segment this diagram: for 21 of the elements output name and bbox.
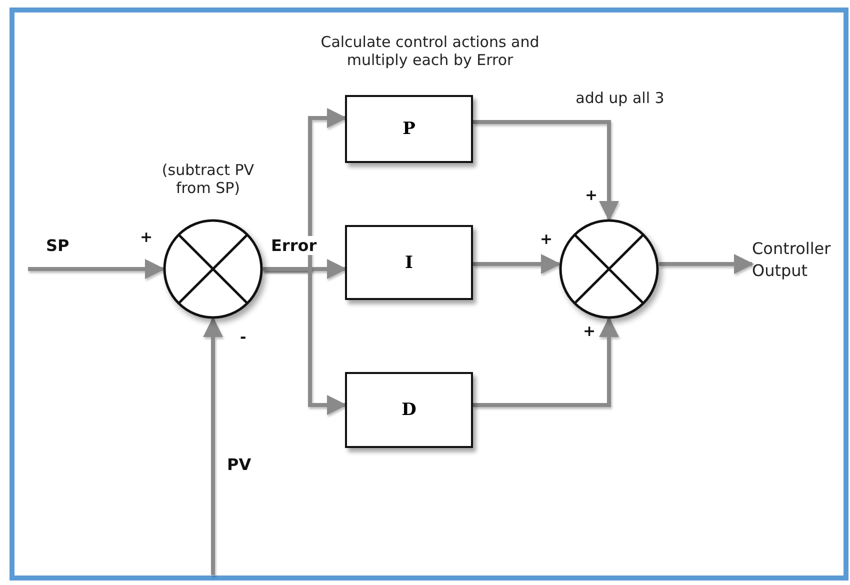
- block-box: P: [345, 95, 473, 163]
- arrow: [659, 254, 754, 274]
- plus-sign: +: [583, 322, 596, 340]
- summing-junction: [163, 219, 263, 319]
- arrow: [473, 317, 619, 407]
- summing-junction: [559, 219, 659, 319]
- junction-note: (subtract PV from SP): [160, 161, 256, 197]
- note: add up all 3: [574, 89, 666, 107]
- arrow: [203, 317, 223, 575]
- output-label: Controller Output: [752, 238, 832, 282]
- plus-sign: +: [585, 186, 598, 204]
- block-box: I: [345, 225, 473, 300]
- signal-label: Error: [270, 236, 318, 255]
- arrow: [473, 254, 561, 274]
- plus-sign: +: [140, 228, 153, 246]
- arrow: [28, 259, 165, 279]
- plus-sign: +: [540, 230, 553, 248]
- note: Calculate control actions and multiply each by Error: [320, 33, 540, 69]
- block-box: D: [345, 372, 473, 448]
- arrow: [473, 120, 619, 221]
- minus-sign: -: [240, 328, 246, 346]
